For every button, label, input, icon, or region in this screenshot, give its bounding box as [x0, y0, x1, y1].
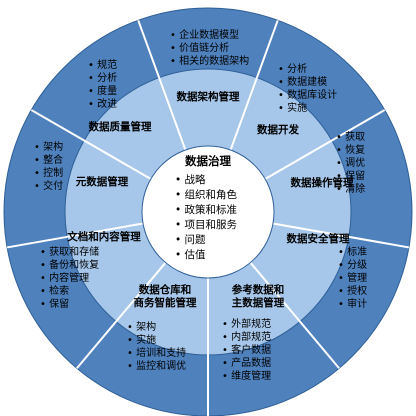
center-item: • 问题: [175, 233, 206, 246]
sector-item: • 清除: [336, 182, 365, 195]
sector-3: 数据操作管理 • 获取• 恢复• 调优• 保留• 清除: [290, 131, 366, 195]
sector-item: • 实施: [127, 333, 156, 346]
sector-item: • 监控和调优: [127, 359, 186, 372]
sector-item: • 企业数据模型: [170, 28, 239, 41]
sector-divider: [76, 261, 167, 369]
sector-divider: [264, 109, 386, 180]
sector-item: • 度量: [88, 84, 117, 97]
sector-divider: [229, 19, 279, 151]
sector-item: • 备份和恢复: [40, 258, 99, 271]
center-item: • 项目和服务: [175, 218, 238, 231]
center-group: 数据治理 • 战略 • 组织和角色 • 政策和标准 • 项目和服务 • 问题 • 估值: [175, 154, 238, 261]
sector-item: • 保留: [336, 169, 365, 182]
sector-item: • 价值链分析: [170, 41, 229, 54]
sector-item: • 数据建模: [278, 75, 327, 88]
sector-item: • 标准: [338, 246, 367, 258]
center-hub: [141, 145, 275, 279]
sector-item: • 架构: [127, 320, 156, 333]
sector-item: • 产品数据: [222, 356, 271, 369]
sector-name: 主数据管理: [232, 296, 285, 309]
sector-4: 数据安全管理• 标准• 分级• 管理• 授权• 审计: [286, 232, 368, 310]
sector-name: 数据开发: [256, 123, 299, 136]
sector-item: • 调优: [336, 156, 365, 169]
center-item: • 政策和标准: [175, 203, 237, 216]
sector-name: 数据质量管理: [88, 120, 152, 133]
sector-item: • 分析: [88, 71, 117, 84]
sector-item: • 内容管理: [40, 271, 89, 284]
sector-item: • 分析: [278, 62, 307, 75]
sector-item: • 相关的数据架构: [170, 54, 249, 67]
sector-name: 元数据管理: [76, 175, 129, 188]
center-item: • 战略: [175, 173, 206, 186]
sector-item: • 客户数据: [222, 343, 271, 356]
sector-2: 数据开发 • 分析• 数据建模• 数据库设计• 实施: [256, 62, 337, 136]
sector-9: 数据质量管理 • 规范• 分析• 度量• 改进: [88, 58, 152, 133]
sector-item: • 管理: [338, 271, 367, 284]
sector-item: • 架构: [34, 140, 63, 153]
sector-item: • 外部规范: [222, 317, 271, 330]
sector-dividers: [6, 19, 410, 416]
sector-item: • 实施: [278, 101, 307, 114]
sector-item: • 培训和支持: [127, 346, 186, 359]
sector-item: • 保留: [40, 297, 69, 310]
sector-item: • 检索: [40, 284, 69, 297]
sector-name: 数据仓库和: [138, 283, 192, 296]
sector-item: • 授权: [338, 284, 367, 297]
sector-item: • 规范: [88, 58, 117, 71]
sector-name: 数据架构管理: [176, 90, 240, 103]
sector-item: • 恢复: [336, 143, 365, 156]
sector-item: • 获取和存储: [40, 245, 99, 258]
sector-divider: [137, 19, 187, 151]
center-title: 数据治理: [185, 154, 231, 168]
sector-item: • 控制: [34, 166, 63, 179]
sector-item: • 维度管理: [222, 369, 271, 382]
sector-item: • 获取: [336, 131, 365, 143]
center-item: • 组织和角色: [175, 188, 238, 201]
sector-item: • 审计: [338, 297, 367, 310]
sector-divider: [272, 222, 410, 249]
sector-8: 元数据管理 • 架构• 整合• 控制• 交付: [34, 140, 129, 192]
sector-7: 文档和内容管理 • 获取和存储• 备份和恢复• 内容管理• 检索• 保留: [40, 230, 141, 310]
sector-item: • 内部规范: [222, 330, 271, 343]
sector-divider: [30, 109, 152, 180]
sector-item: • 整合: [34, 153, 63, 166]
sector-name: 参考数据和: [232, 283, 285, 296]
sector-item: • 交付: [34, 179, 63, 192]
sector-name: 文档和内容管理: [66, 230, 141, 243]
sector-name: 数据操作管理: [290, 176, 354, 189]
sector-name: 数据安全管理: [286, 232, 350, 245]
sector-divider: [6, 222, 144, 249]
sector-1: 数据架构管理 • 企业数据模型• 价值链分析• 相关的数据架构: [170, 28, 249, 103]
sector-name: 商务智能管理: [134, 296, 197, 309]
sector-item: • 改进: [88, 97, 117, 110]
sector-divider: [249, 261, 340, 369]
sector-item: • 分级: [338, 259, 367, 271]
sector-item: • 数据库设计: [278, 88, 337, 101]
center-item: • 估值: [175, 248, 206, 261]
watermark-text: 微信号: 数据学堂: [327, 394, 404, 407]
